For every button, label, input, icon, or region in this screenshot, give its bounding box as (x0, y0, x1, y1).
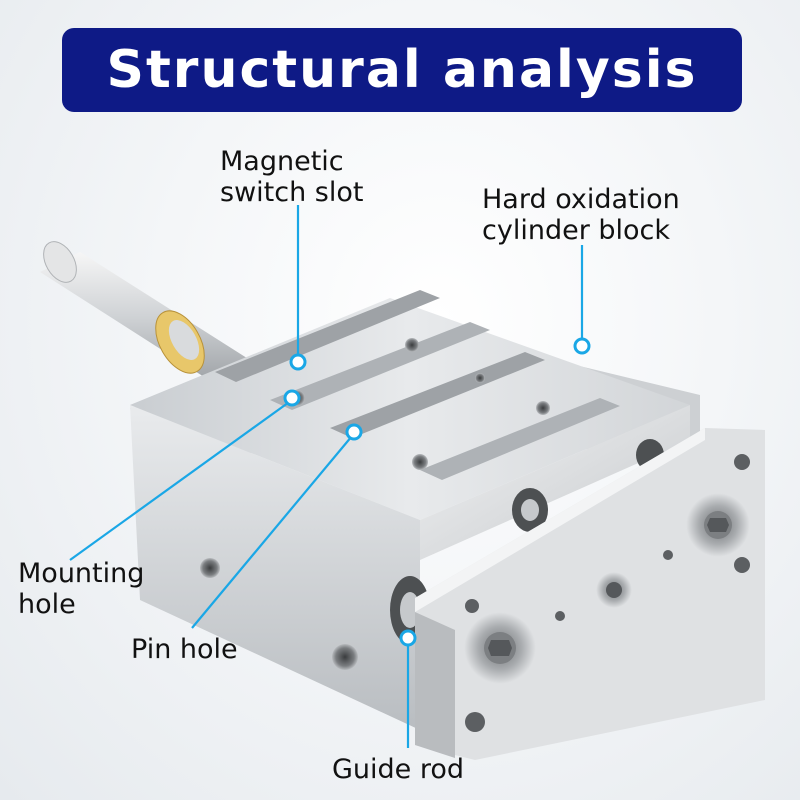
label-mounting-hole: Mounting hole (18, 558, 145, 620)
label-pin-hole: Pin hole (131, 634, 238, 665)
leader-line-pin-hole (191, 435, 353, 629)
page-title: Structural analysis (106, 40, 698, 100)
piston-rod (40, 241, 250, 382)
title-banner: Structural analysis (62, 28, 742, 112)
marker-guide-rod (399, 629, 417, 647)
marker-pin-hole (345, 423, 363, 441)
cylinder-block (130, 290, 690, 730)
label-hard-oxidation-cylinder-block: Hard oxidation cylinder block (482, 184, 680, 246)
label-magnetic-switch-slot: Magnetic switch slot (220, 146, 364, 208)
marker-magnetic-slot (289, 353, 307, 371)
end-plate (415, 428, 765, 760)
leader-line-mounting-hole (69, 399, 293, 561)
marker-mounting-hole (283, 389, 301, 407)
marker-hard-oxidation (573, 337, 591, 355)
label-guide-rod: Guide rod (332, 754, 465, 785)
